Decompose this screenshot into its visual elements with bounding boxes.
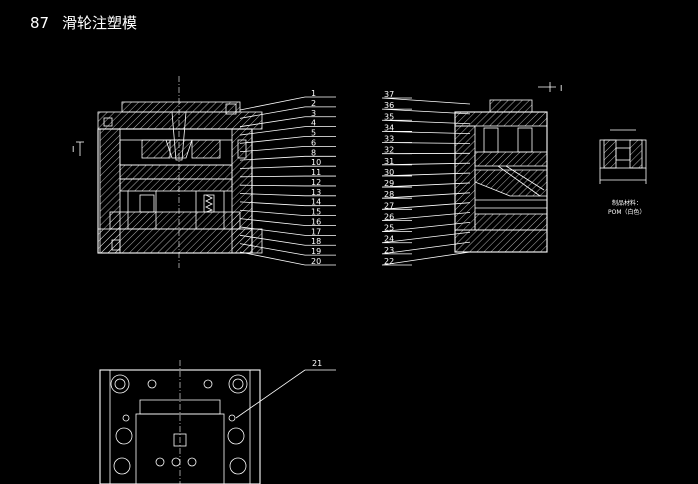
plan-view	[99, 360, 261, 484]
callout-label: 28	[384, 190, 394, 199]
leader-line	[381, 182, 471, 188]
right-callouts: 37 36 35 34 33 32 31 30 29 28 27 26 25 24 23 22	[381, 90, 471, 266]
callout-label: 2	[311, 99, 316, 108]
callout-label: 31	[384, 157, 394, 166]
left-section-mark: I	[72, 141, 84, 156]
callout-label: 32	[384, 146, 394, 155]
leader-line	[381, 119, 471, 125]
leader-line	[239, 146, 336, 153]
leader-line	[381, 130, 471, 134]
leader-line	[381, 222, 471, 233]
callout-label: 22	[384, 257, 394, 266]
right-section-mark: I	[538, 82, 562, 93]
callout-label: 10	[311, 158, 321, 167]
callout-label: 23	[384, 246, 394, 255]
callout-label: 3	[311, 109, 316, 118]
leader-line	[381, 172, 471, 177]
part-note-line1: 制品材料：	[612, 199, 642, 207]
leader-line	[239, 251, 336, 266]
callout-label: 17	[311, 227, 321, 236]
callout-21: 21	[312, 359, 322, 368]
callout-label: 36	[384, 101, 394, 110]
callout-label: 4	[311, 119, 316, 128]
leader-line	[239, 175, 336, 178]
leader-line	[239, 116, 336, 128]
section-mark-left: I	[72, 145, 74, 154]
callout-label: 26	[384, 212, 394, 221]
callout-label: 29	[384, 179, 394, 188]
callout-label: 15	[311, 208, 321, 217]
leader-line	[239, 201, 336, 207]
callout-label: 12	[311, 178, 321, 187]
callout-label: 11	[311, 168, 321, 177]
callout-label: 16	[311, 217, 321, 226]
leader-line	[239, 96, 336, 111]
callout-label: 30	[384, 168, 394, 177]
leader-line	[239, 243, 336, 256]
callout-label: 34	[384, 123, 394, 132]
callout-label: 35	[384, 112, 394, 121]
leader-line	[239, 209, 336, 216]
leader-line	[239, 165, 336, 169]
leader-line	[381, 142, 471, 144]
callout-label: 6	[311, 138, 316, 147]
leader-line	[381, 162, 471, 166]
leader-line	[381, 192, 471, 199]
left-section-view	[97, 76, 263, 268]
callout-label: 5	[311, 129, 316, 138]
leader-line	[381, 231, 471, 244]
callout-label: 25	[384, 224, 394, 233]
callout-label: 18	[311, 237, 321, 246]
leader-line	[381, 202, 471, 210]
section-mark-right: I	[560, 84, 562, 93]
leader-line	[239, 193, 336, 197]
leader-line	[381, 97, 471, 105]
callout-label: 33	[384, 135, 394, 144]
callout-label: 19	[311, 247, 321, 256]
callout-label: 27	[384, 201, 394, 210]
callout-label: 14	[311, 198, 321, 207]
callout-label: 13	[311, 188, 321, 197]
leader-line	[239, 136, 336, 144]
leader-line	[381, 241, 471, 255]
callout-label: 24	[384, 235, 394, 244]
leader-line	[381, 212, 471, 221]
leader-line	[239, 226, 336, 236]
callout-label: 1	[311, 89, 316, 98]
leader-line	[239, 155, 336, 161]
callout-label: 20	[311, 257, 321, 266]
leader-line	[239, 234, 336, 246]
leader-line	[381, 251, 471, 266]
part-note-line2: POM（白色）	[608, 208, 646, 216]
leader-line	[239, 126, 336, 136]
bottom-callout: 21	[235, 359, 336, 419]
leader-line	[239, 106, 336, 119]
right-section-view	[454, 99, 548, 253]
part-detail: 制品材料： POM（白色）	[599, 129, 647, 216]
callout-label: 8	[311, 148, 316, 157]
leader-line	[381, 108, 471, 115]
leader-line	[239, 184, 336, 187]
leader-line	[239, 218, 336, 226]
callout-label: 37	[384, 90, 394, 99]
title-number: 87	[30, 14, 49, 32]
title-text: 滑轮注塑模	[62, 14, 137, 32]
drawing-title: 87 滑轮注塑模	[30, 14, 137, 32]
